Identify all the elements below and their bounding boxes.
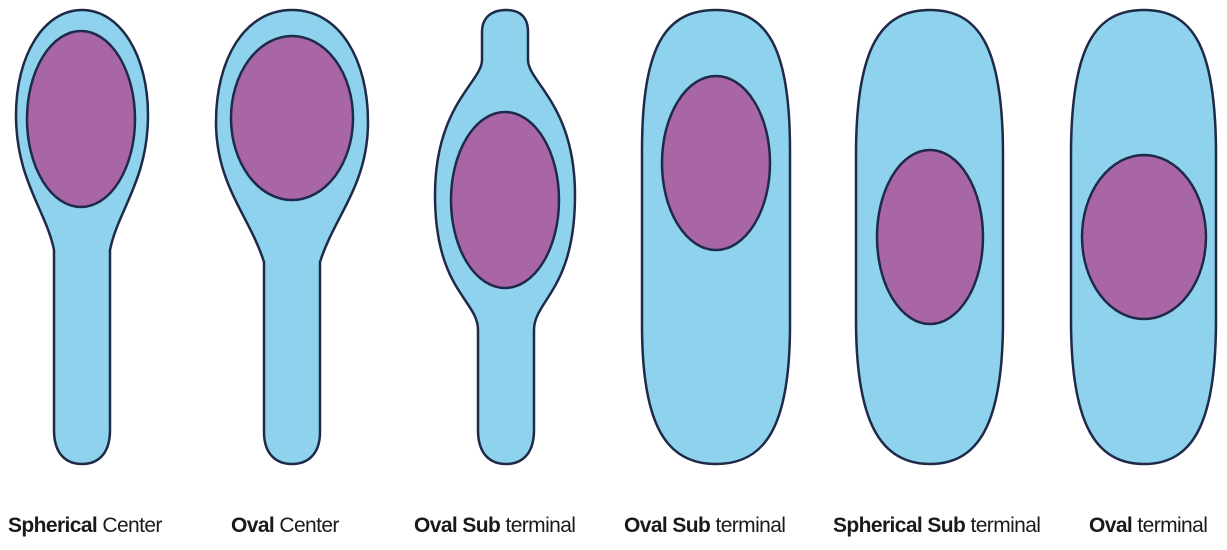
caption-spherical-center: Spherical Center (8, 514, 162, 550)
spore (27, 31, 135, 207)
caption-bold: Oval (1089, 514, 1132, 537)
caption-oval-terminal: Oval terminal (1089, 514, 1207, 550)
spore (231, 36, 353, 200)
caption-regular: terminal (965, 514, 1040, 537)
spore (451, 112, 559, 288)
spore (877, 150, 983, 324)
cell-oval-terminal (1071, 10, 1216, 464)
caption-regular: Center (97, 514, 162, 537)
caption-bold: Spherical Sub (833, 514, 965, 537)
caption-regular: terminal (500, 514, 575, 537)
caption-oval-center: Oval Center (231, 514, 339, 550)
caption-bold: Oval Sub (624, 514, 710, 537)
caption-regular: Center (274, 514, 339, 537)
cell-oval-sub-terminal-1 (435, 10, 575, 464)
spore (1082, 155, 1206, 319)
spore (662, 76, 770, 250)
caption-regular: terminal (1132, 514, 1207, 537)
caption-spherical-sub-terminal: Spherical Sub terminal (833, 514, 1040, 550)
caption-regular: terminal (710, 514, 785, 537)
caption-oval-sub-terminal-1: Oval Sub terminal (414, 514, 575, 550)
caption-bold: Oval (231, 514, 274, 537)
caption-oval-sub-terminal-2: Oval Sub terminal (624, 514, 785, 550)
cell-spherical-center (16, 10, 148, 464)
cell-oval-sub-terminal-2 (642, 10, 790, 464)
caption-bold: Spherical (8, 514, 97, 537)
caption-bold: Oval Sub (414, 514, 500, 537)
cell-oval-center (216, 10, 368, 464)
cell-spherical-sub-terminal (856, 10, 1003, 464)
